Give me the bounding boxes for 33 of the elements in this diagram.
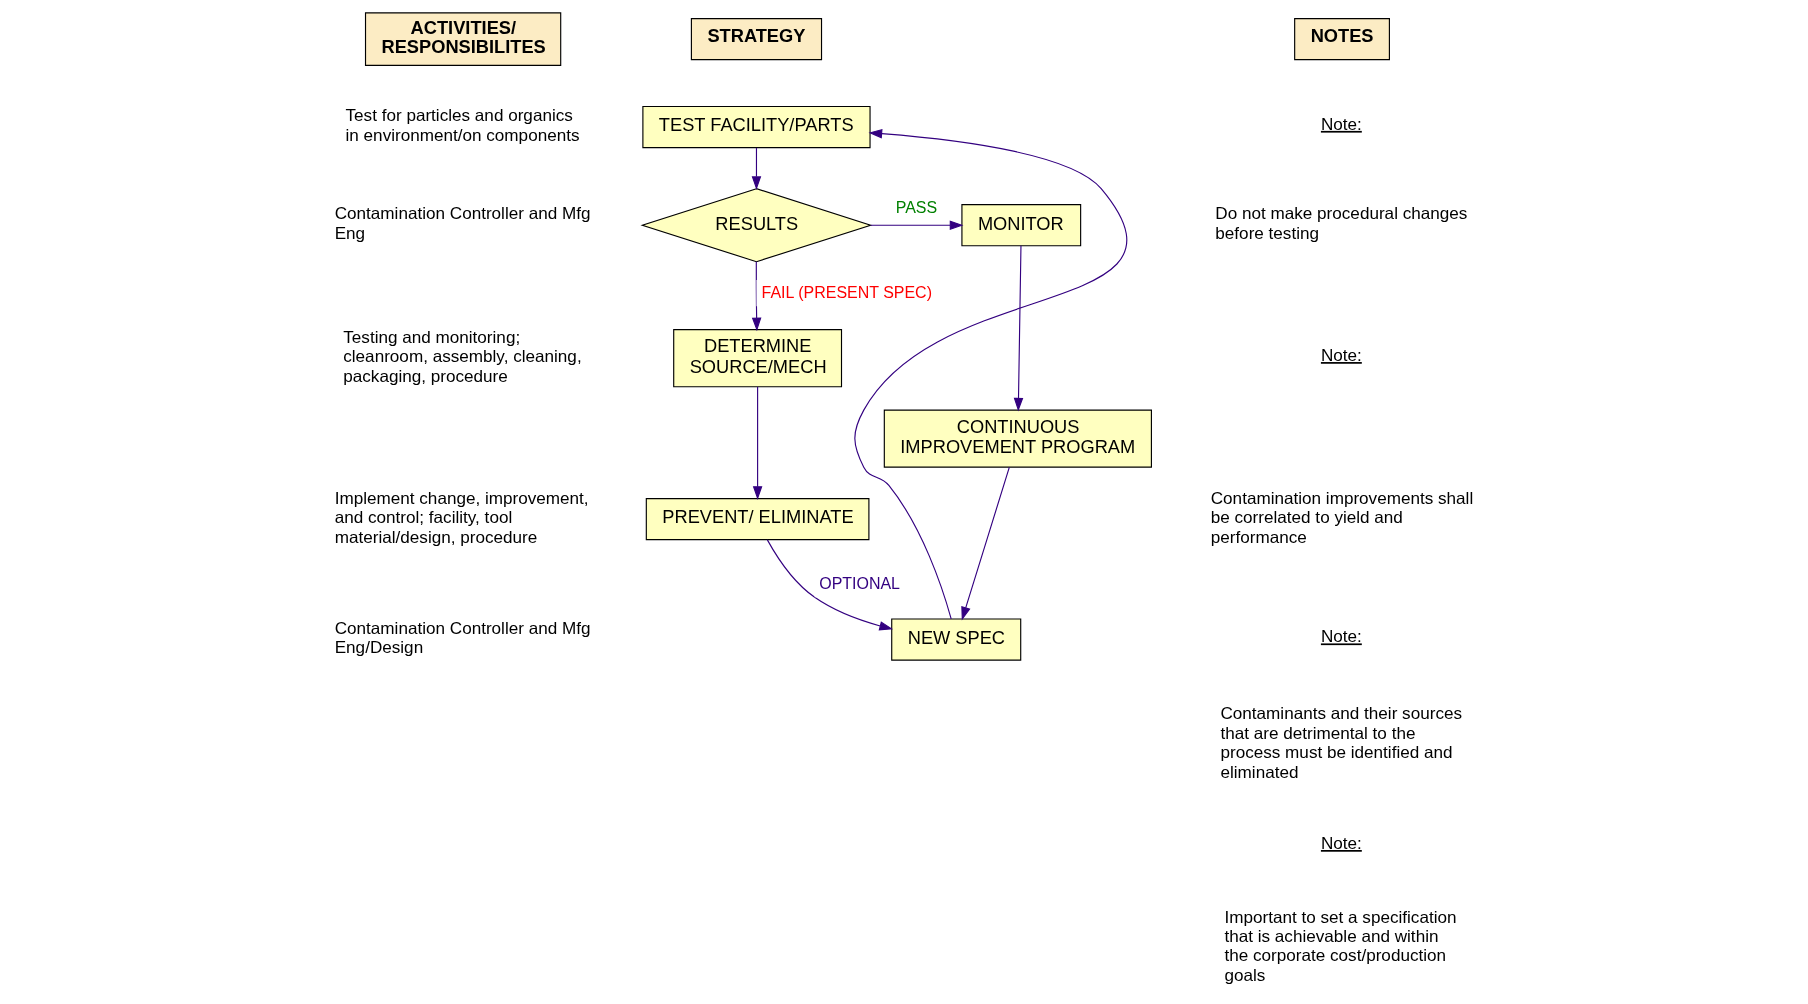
node-box: MONITOR: [961, 204, 1082, 247]
node-box: PREVENT/ ELIMINATE: [645, 498, 870, 541]
node-box: DETERMINE SOURCE/MECH: [673, 329, 843, 388]
arrow: [854, 128, 1128, 620]
label: Contamination Controller and Mfg Eng: [334, 204, 591, 243]
arrow: [870, 220, 964, 230]
label: Note:: [1320, 346, 1362, 366]
label: Contamination Controller and Mfg Eng/Design: [334, 618, 591, 658]
node-box: CONTINUOUS IMPROVEMENT PROGRAM: [883, 409, 1152, 468]
label: Contamination improvements shall be correlated to yield and performance: [1210, 488, 1474, 547]
edge-label: OPTIONAL: [819, 574, 900, 592]
node-box: NEW SPEC: [891, 618, 1022, 661]
label: Note:: [1320, 834, 1362, 853]
arrow: [752, 386, 763, 500]
edge-label: FAIL (PRESENT SPEC): [761, 283, 932, 301]
node-box: STRATEGY: [690, 18, 823, 61]
node-box: NOTES: [1294, 18, 1390, 61]
node-box: ACTIVITIES/ RESPONSIBILITES: [364, 12, 562, 66]
label: Note:: [1320, 114, 1362, 134]
label: Testing and monitoring; cleanroom, assembly, cleaning, packaging, procedure: [343, 327, 582, 386]
arrow: [961, 466, 1010, 621]
node-box: TEST FACILITY/PARTS: [642, 105, 871, 149]
label: Important to set a specification that is achievable and within the corporate cost/production goals: [1224, 907, 1457, 985]
label: Implement change, improvement, and control; facility, tool material/design, procedure: [334, 488, 589, 547]
label: Contaminants and their sources that are detrimental to the process must be identified and eliminated: [1220, 704, 1463, 782]
label: Note:: [1320, 627, 1362, 647]
arrow: [1013, 245, 1024, 412]
arrow: [766, 539, 894, 631]
label: Test for particles and organics in environment/on components: [345, 106, 580, 145]
node-diamond: RESULTS: [640, 188, 873, 263]
edge-label: PASS: [895, 199, 938, 217]
label: Do not make procedural changes before testing: [1215, 204, 1468, 243]
arrow: [751, 147, 762, 191]
